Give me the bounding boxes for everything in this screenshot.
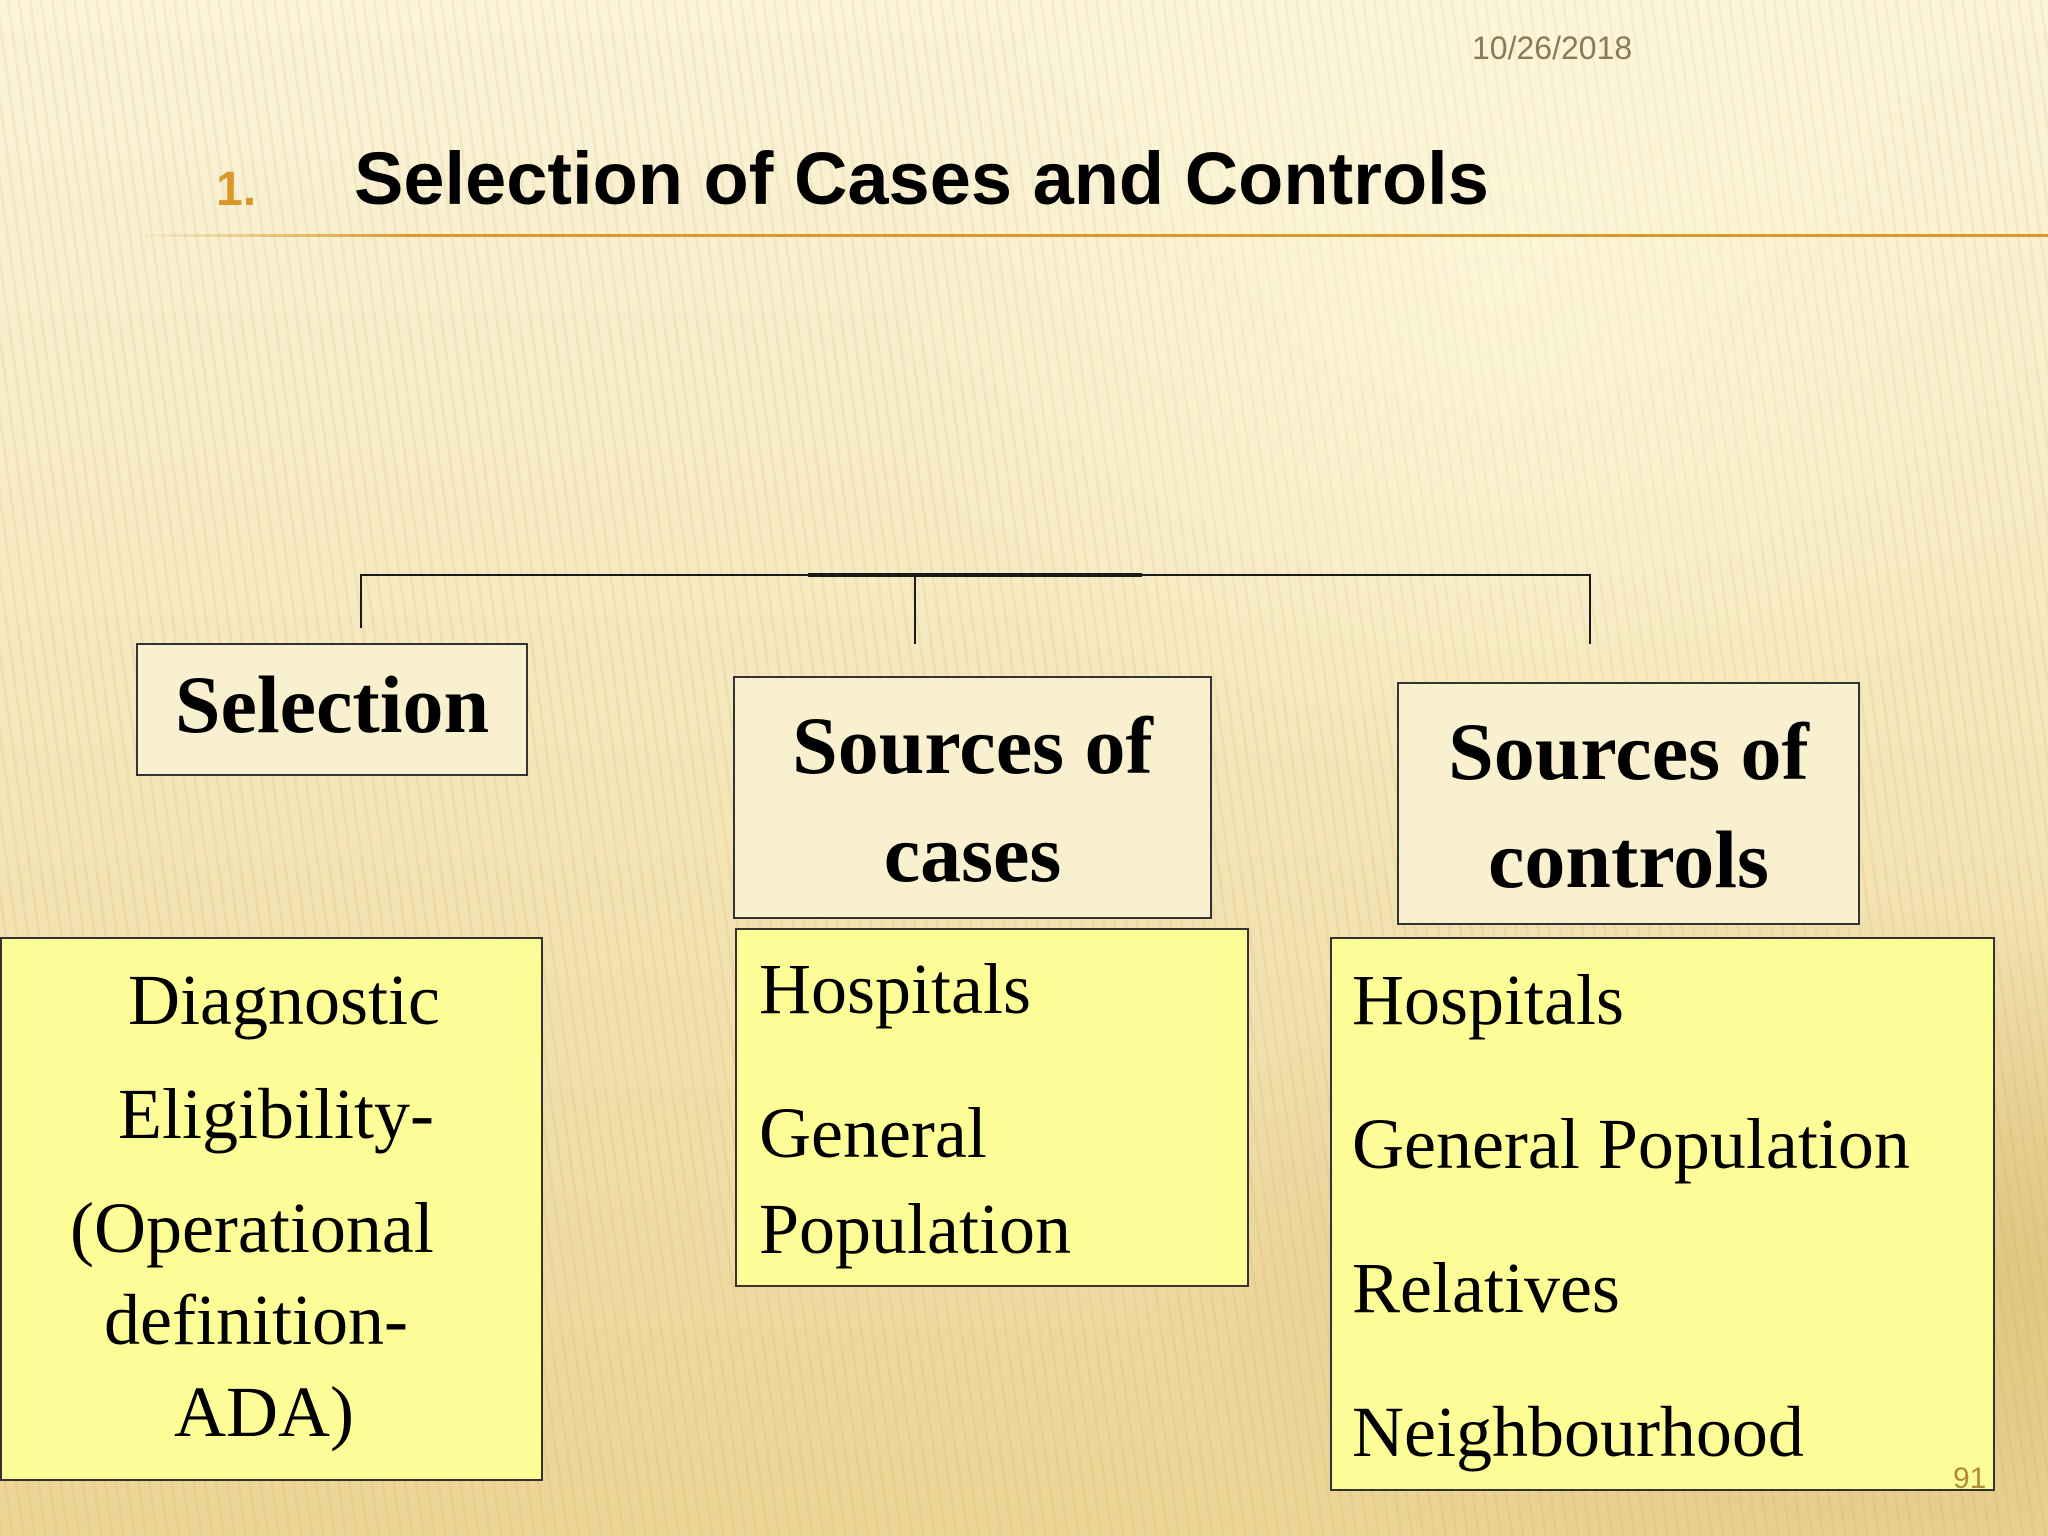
header-box-sources-of-controls: Sources of controls: [1397, 682, 1860, 925]
header-line: controls: [1488, 814, 1769, 905]
header-box-selection: Selection: [136, 643, 528, 776]
header-line: Sources of: [792, 700, 1153, 791]
list-item: definition-: [104, 1280, 408, 1360]
slide-title: Selection of Cases and Controls: [354, 137, 1489, 220]
header-line: Selection: [174, 659, 490, 750]
content-box-sources-of-controls: Hospitals General Population Relatives N…: [1330, 937, 1995, 1491]
connector-drop-controls: [1589, 574, 1591, 644]
list-item: (Operational: [70, 1188, 434, 1268]
list-item: Eligibility-: [118, 1074, 434, 1154]
list-item: Hospitals: [759, 949, 1032, 1029]
connector-drop-selection: [360, 574, 362, 628]
list-item: General: [759, 1093, 987, 1173]
list-item: ADA): [174, 1372, 354, 1452]
title-underline: [130, 234, 2048, 237]
title-number: 1.: [216, 163, 257, 216]
page-number: 91: [1953, 1462, 1987, 1495]
content-box-sources-of-cases: Hospitals General Population: [735, 928, 1249, 1287]
connector-drop-cases: [914, 574, 916, 644]
header-line: cases: [883, 808, 1062, 899]
list-item: General Population: [1352, 1104, 1910, 1184]
header-line: Sources of: [1448, 706, 1809, 797]
content-box-selection: Diagnostic Eligibility- (Operational def…: [0, 937, 543, 1481]
slide-date: 10/26/2018: [1472, 30, 1633, 66]
list-item: Population: [759, 1189, 1072, 1269]
connector-center-thick: [808, 573, 1142, 577]
header-box-sources-of-cases: Sources of cases: [733, 676, 1212, 919]
list-item: Relatives: [1352, 1248, 1620, 1328]
list-item: Hospitals: [1352, 960, 1625, 1040]
list-item: Diagnostic: [128, 960, 440, 1040]
list-item: Neighbourhood: [1352, 1392, 1804, 1472]
